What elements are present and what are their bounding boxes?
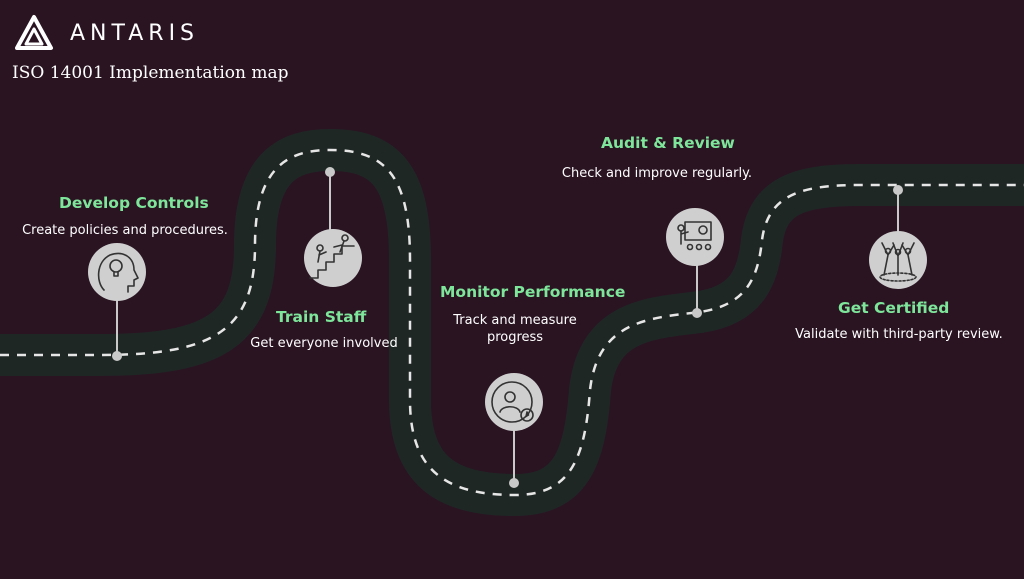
presentation-icon (677, 221, 712, 251)
triangle-logo-icon (15, 15, 53, 50)
lightbulb-head-icon (97, 252, 139, 293)
step-title-develop-controls: Develop Controls (59, 194, 209, 212)
brand-logo: ANTARIS (14, 14, 199, 52)
step-title-audit-review: Audit & Review (601, 134, 735, 152)
step-desc-audit-review: Check and improve regularly. (561, 166, 753, 181)
step-monitor-performance-pin (485, 373, 543, 488)
step-title-train-staff: Train Staff (276, 308, 367, 326)
climbing-stairs-icon (309, 234, 355, 279)
step-desc-train-staff: Get everyone involved (250, 336, 398, 351)
brand-name: ANTARIS (70, 20, 200, 46)
step-audit-review-pin (666, 208, 724, 318)
step-desc-develop-controls: Create policies and procedures. (22, 223, 228, 238)
step-desc-monitor-performance: Track and measure progress (453, 313, 577, 345)
step-title-get-certified: Get Certified (838, 299, 950, 317)
team-celebration-icon (879, 242, 917, 282)
step-train-staff-pin (304, 167, 362, 287)
user-award-icon (491, 381, 534, 423)
step-get-certified-pin (869, 185, 927, 289)
page-subtitle: ISO 14001 Implementation map (12, 63, 289, 83)
step-desc-get-certified: Validate with third-party review. (795, 327, 1003, 342)
step-title-monitor-performance: Monitor Performance (440, 283, 626, 301)
step-develop-controls-pin (88, 243, 146, 361)
